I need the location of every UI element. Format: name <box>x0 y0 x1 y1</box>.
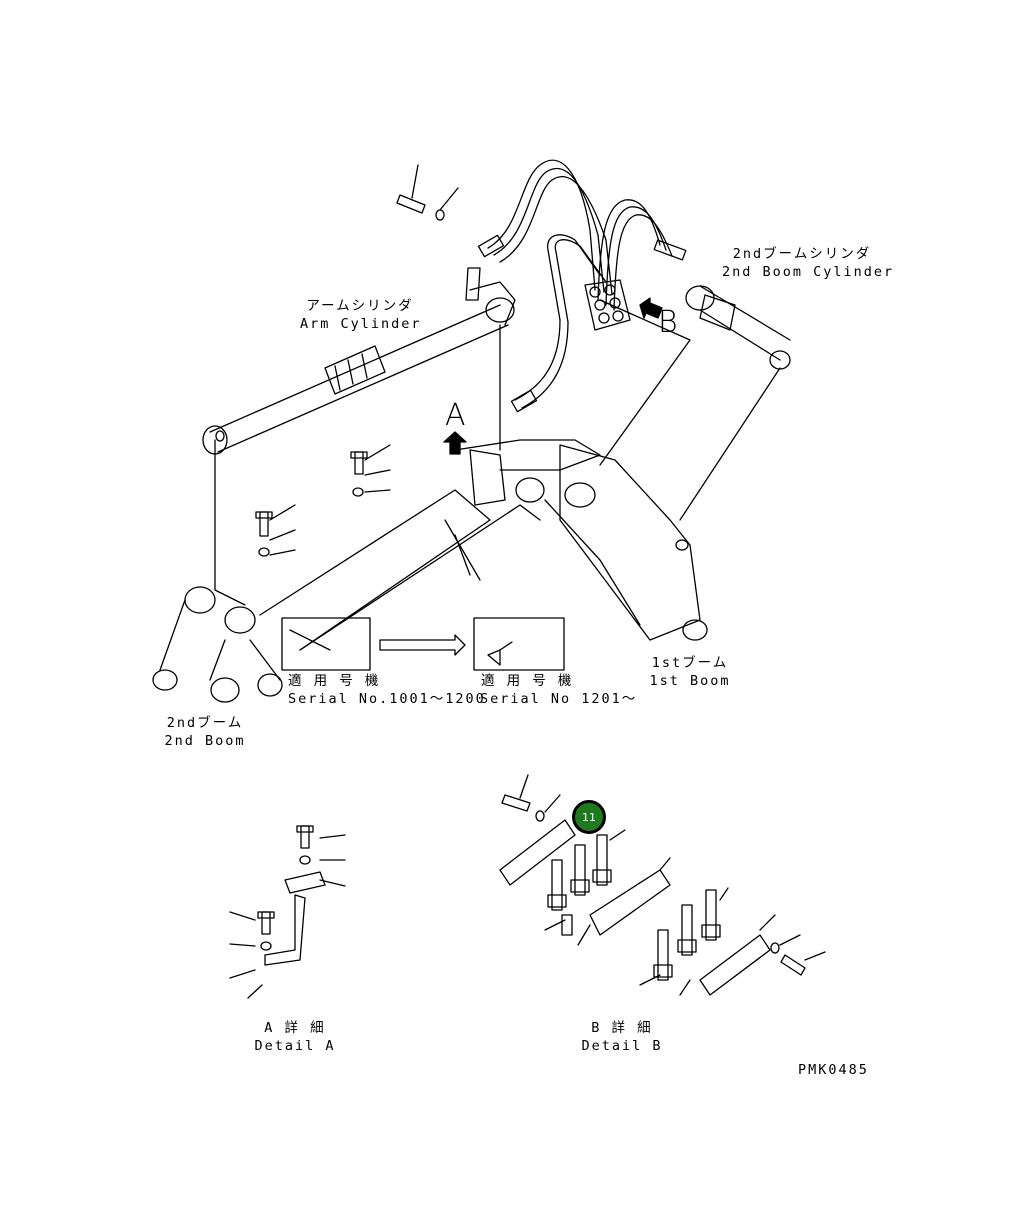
serial-range-1: Serial No.1001～1200 <box>288 691 486 707</box>
second-boom-cylinder-label-jp: 2ndブームシリンダ <box>732 246 872 262</box>
bolt-top <box>397 165 458 220</box>
view-arrows <box>444 298 662 454</box>
part-callout-11[interactable]: 11 <box>572 800 606 834</box>
drawing-code: PMK0485 <box>798 1062 869 1078</box>
applicable-label-2: 適 用 号 機 <box>481 673 574 689</box>
view-a-marker: A <box>445 398 466 433</box>
second-boom-cylinder-label-en: 2nd Boom Cylinder <box>722 264 895 280</box>
arm-body <box>260 440 600 650</box>
second-boom-cylinder <box>680 286 790 520</box>
first-boom <box>545 300 707 640</box>
view-b-marker: B <box>658 305 678 340</box>
serial-detail-boxes <box>282 618 564 670</box>
detail-a-title-en: Detail A <box>254 1038 336 1054</box>
serial-range-2: Serial No 1201～ <box>480 691 638 707</box>
second-boom-label-en: 2nd Boom <box>164 733 246 749</box>
detail-b-drawing <box>500 775 825 995</box>
arm-cylinder-label-jp: アームシリンダ <box>306 298 414 314</box>
second-boom <box>153 325 500 702</box>
detail-a-title-jp: A 詳 細 <box>264 1020 326 1036</box>
second-boom-label-jp: 2ndブーム <box>166 715 244 731</box>
hydraulic-hoses <box>478 160 685 411</box>
arm-cylinder <box>203 268 515 454</box>
boom-bolts <box>256 445 390 556</box>
detail-a-drawing <box>230 826 345 998</box>
first-boom-label-jp: 1stブーム <box>651 655 729 671</box>
valve-block <box>585 280 630 330</box>
detail-b-title-en: Detail B <box>581 1038 663 1054</box>
applicable-label-1: 適 用 号 機 <box>288 673 381 689</box>
arm-cylinder-label-en: Arm Cylinder <box>300 316 422 332</box>
first-boom-label-en: 1st Boom <box>649 673 731 689</box>
detail-b-title-jp: B 詳 細 <box>591 1020 653 1036</box>
